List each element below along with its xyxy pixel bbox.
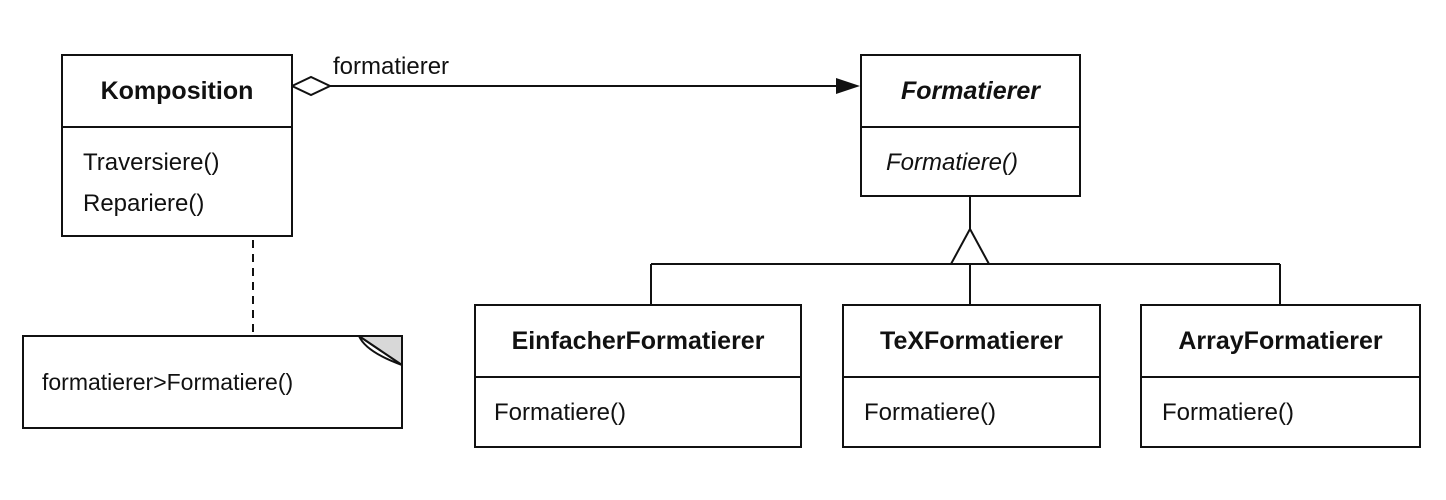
class-name: Komposition <box>63 56 291 128</box>
class-name: TeXFormatierer <box>844 306 1099 378</box>
note-fold-crease <box>358 335 403 366</box>
operations-list: Formatiere() <box>844 378 1099 433</box>
operations-list: Formatiere() <box>1142 378 1419 433</box>
class-tex-formatierer: TeXFormatierer Formatiere() <box>842 304 1101 448</box>
class-komposition: Komposition Traversiere() Repariere() <box>61 54 293 237</box>
operation: Repariere() <box>83 190 205 217</box>
class-name: EinfacherFormatierer <box>476 306 800 378</box>
abstract-class-name: Formatierer <box>862 56 1079 128</box>
operations-list: Formatiere() <box>476 378 800 433</box>
class-array-formatierer: ArrayFormatierer Formatiere() <box>1140 304 1421 448</box>
class-formatierer: Formatierer Formatiere() <box>860 54 1081 197</box>
operation: Formatiere() <box>864 399 997 426</box>
operations-list: Traversiere() Repariere() <box>63 128 291 224</box>
implementation-note: formatierer>Formatiere() <box>22 335 403 428</box>
note-outline <box>22 335 403 429</box>
note-text: formatierer>Formatiere() <box>42 369 294 395</box>
class-einfacher-formatierer: EinfacherFormatierer Formatiere() <box>474 304 802 448</box>
class-name: ArrayFormatierer <box>1142 306 1419 378</box>
note-fold <box>355 335 403 367</box>
abstract-operation: Formatiere() <box>886 149 1019 176</box>
generalization-triangle <box>949 226 991 265</box>
association-arrowhead <box>836 78 860 94</box>
operation: Traversiere() <box>83 149 220 176</box>
aggregation-diamond <box>289 75 333 97</box>
association-role-label: formatierer <box>333 53 450 80</box>
operations-list: Formatiere() <box>862 128 1079 183</box>
operation: Formatiere() <box>1162 399 1295 426</box>
operation: Formatiere() <box>494 399 627 426</box>
